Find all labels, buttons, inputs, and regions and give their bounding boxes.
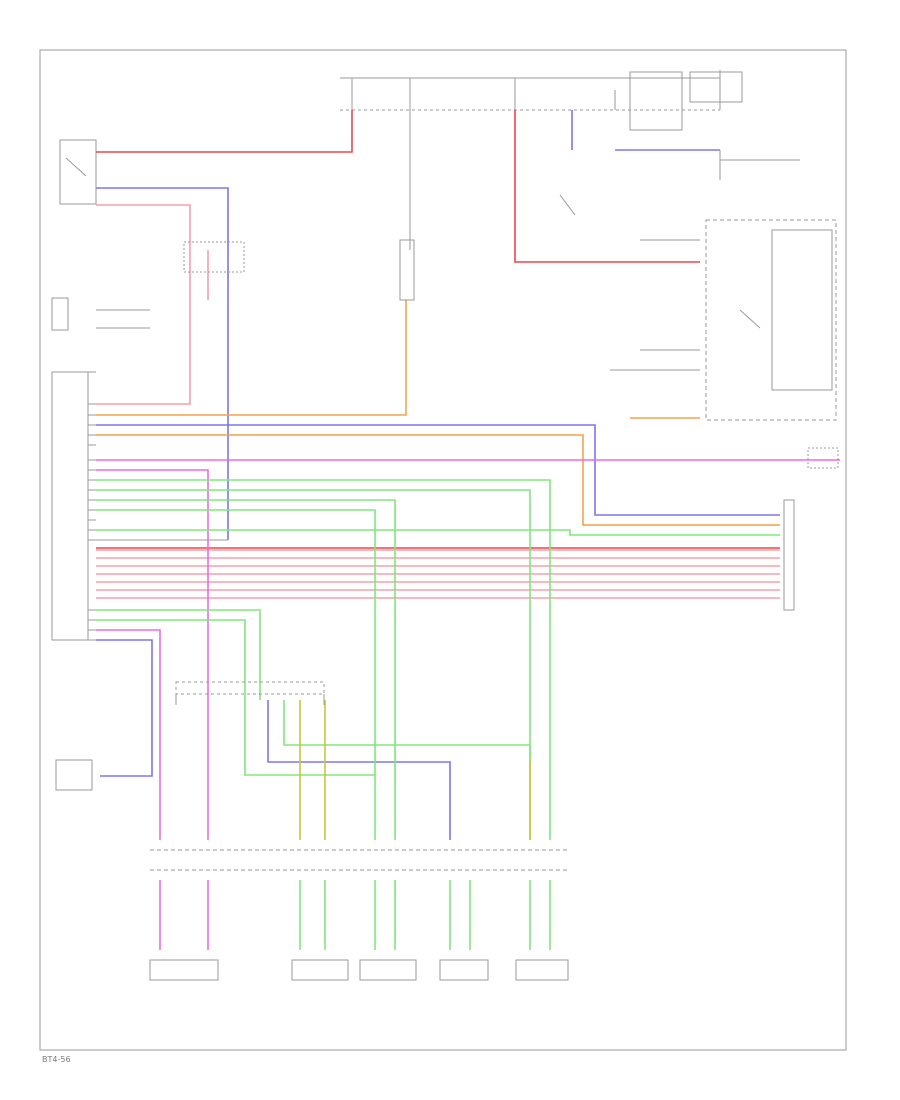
connector-pins — [88, 403, 96, 631]
wire-gray — [96, 110, 800, 541]
mode-switch — [175, 681, 325, 705]
speaker-boxes — [149, 959, 569, 981]
resistor-element — [399, 239, 415, 301]
footer-code: BT4-56 — [42, 1055, 71, 1064]
sensor-box — [55, 759, 93, 791]
wire-red — [96, 110, 700, 263]
wire-green — [96, 479, 780, 950]
wire-blue — [96, 110, 780, 840]
connector-right — [783, 447, 839, 611]
body-control-module — [51, 371, 96, 641]
switch-right — [559, 150, 721, 216]
control-unit-right — [705, 219, 837, 421]
wire-magenta — [96, 459, 840, 950]
wire-pink — [96, 204, 780, 599]
diagram-frame — [39, 49, 847, 1051]
relay-block — [183, 241, 245, 273]
bottom-connector — [150, 849, 570, 871]
clutch-switch — [59, 139, 97, 205]
wire-olive — [299, 700, 531, 840]
connector-small — [51, 297, 69, 331]
wire-orange — [96, 300, 780, 526]
fuse-box-top — [340, 70, 743, 131]
